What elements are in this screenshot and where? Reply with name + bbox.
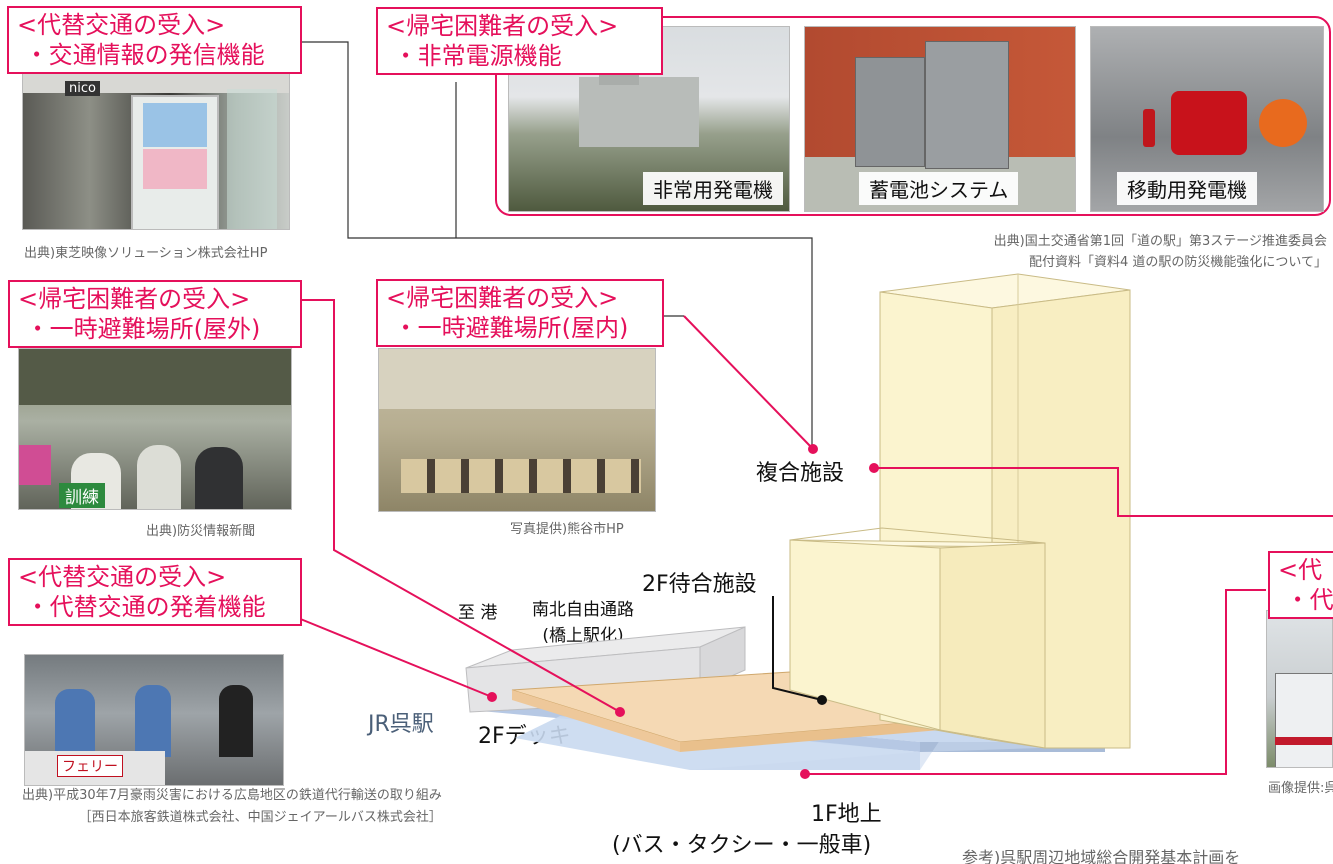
caption-reference: 参考)呉駅周辺地域総合開発基本計画を	[962, 848, 1241, 864]
outdoor-evacuation-photo: 訓練	[18, 348, 292, 510]
caption-bosai: 出典)防災情報新聞	[146, 524, 256, 539]
label-shelter-outdoor: <帰宅困難者の受入> ・一時避難場所(屋外)	[8, 280, 302, 348]
marker-ground	[800, 769, 810, 779]
complex-top	[879, 273, 1131, 309]
ferry-sign: フェリー	[57, 755, 123, 777]
ground-1f-label: 1F地上	[811, 802, 882, 827]
leader-waiting	[772, 596, 823, 701]
ground-1f-side	[920, 742, 1105, 752]
deck-2f-top	[511, 671, 941, 743]
deck-2f-label: 2Fデッキ	[478, 724, 571, 749]
marker-complex-top	[808, 444, 818, 454]
vehicles-label: (バス・タクシー・一般車)	[612, 833, 872, 858]
label-transit-info: <代替交通の受入> ・交通情報の発信機能	[7, 6, 302, 74]
to-port-label: 至 港	[458, 603, 498, 623]
label-shelter-indoor: <帰宅困難者の受入> ・一時避難場所(屋内)	[376, 279, 664, 347]
deck-2f-side	[680, 720, 940, 752]
transit-arrival-photo: フェリー	[24, 654, 284, 786]
complex-front-left	[879, 291, 993, 741]
mobile-generator-stamp: 移動用発電機	[1117, 172, 1257, 205]
caption-kure: 画像提供:呉工業	[1268, 781, 1333, 796]
waiting-facility-label: 2F待合施設	[642, 572, 757, 597]
generator-stamp: 非常用発電機	[643, 172, 783, 205]
ground-1f-under	[515, 716, 920, 770]
marker-deck	[615, 707, 625, 717]
waiting-side	[939, 542, 1046, 749]
caption-mlit: 出典)国土交通省第1回「道の駅」第3ステージ推進委員会 配付資料「資料4 道の駅…	[993, 234, 1327, 270]
complex-front-right	[991, 289, 1131, 749]
indoor-evacuation-photo	[378, 348, 656, 512]
shop-sign-nico: nico	[65, 81, 100, 96]
marker-waiting	[817, 695, 827, 705]
mobile-generator-photo: 移動用発電機	[1090, 26, 1324, 212]
marker-station	[487, 692, 497, 702]
training-vest-text: 訓練	[59, 483, 105, 508]
leader-complex	[874, 467, 1333, 517]
waiting-front	[789, 539, 941, 731]
jr-station-front	[465, 646, 701, 713]
signage-kiosk	[131, 95, 219, 229]
label-transit-arrival: <代替交通の受入> ・代替交通の発着機能	[8, 558, 302, 626]
passage-label: 南北自由通路 (橋上駅化)	[532, 600, 634, 646]
waiting-top	[789, 539, 1046, 548]
caption-kumagaya: 写真提供)熊谷市HP	[510, 522, 624, 537]
jr-station-side	[699, 626, 746, 691]
caption-toshiba: 出典)東芝映像ソリューション株式会社HP	[24, 246, 268, 261]
complex-facility-label: 複合施設	[756, 461, 845, 486]
battery-stamp: 蓄電池システム	[859, 172, 1019, 205]
marker-complex	[869, 463, 879, 473]
jr-kure-station-label: JR呉駅	[368, 712, 434, 737]
caption-jr: 出典)平成30年7月豪雨災害における広島地区の鉄道代行輸送の取り組み ［西日本旅…	[22, 788, 442, 825]
label-emergency-power: <帰宅困難者の受入> ・非常電源機能	[376, 7, 663, 75]
battery-system-photo: 蓄電池システム	[804, 26, 1076, 212]
leader-transit-arrival	[297, 617, 493, 698]
digital-signage-photo: nico	[22, 58, 290, 230]
leader-ground-1f	[805, 589, 1266, 775]
kure-bus-photo	[1266, 610, 1333, 768]
label-right-partial: <代 ・代	[1268, 551, 1333, 619]
